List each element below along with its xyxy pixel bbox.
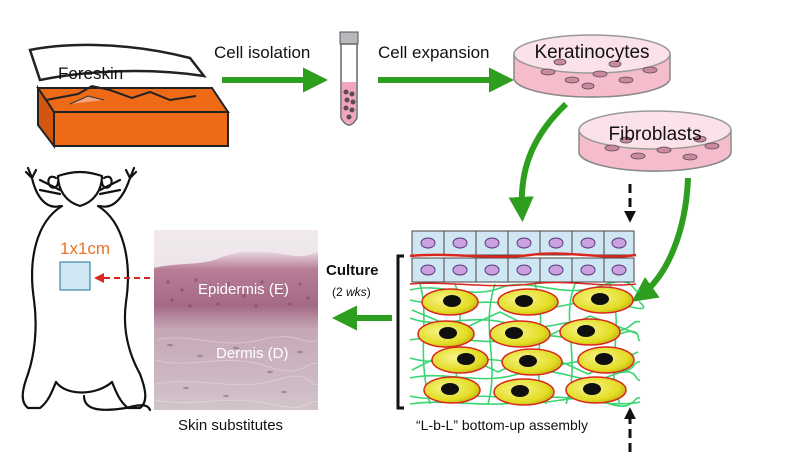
assembly-bracket xyxy=(396,254,404,410)
histology-image xyxy=(154,230,319,410)
layered-construct xyxy=(409,230,645,407)
petri-dish-icon xyxy=(578,110,732,172)
cell-isolation-label: Cell isolation xyxy=(214,43,310,62)
assembly-label: “L-b-L” bottom-up assembly xyxy=(416,417,588,433)
dermis-label: Dermis (D) xyxy=(216,345,289,362)
cell-expansion-label: Cell expansion xyxy=(378,43,490,62)
skin-patch-icon xyxy=(28,43,230,149)
test-tube-icon xyxy=(339,31,359,126)
keratinocytes-label: Keratinocytes xyxy=(534,42,649,63)
keratinocyte-layer xyxy=(409,230,637,287)
size-label: 1x1cm xyxy=(60,239,110,258)
fibroblast-layer xyxy=(417,286,635,406)
mouse-outline-icon xyxy=(21,166,152,412)
foreskin-label: Foreskin xyxy=(58,64,123,83)
culture-label: Culture xyxy=(326,262,379,279)
skin-substitutes-label: Skin substitutes xyxy=(178,417,283,434)
duration-label: (2 wks) xyxy=(332,285,371,299)
petri-dish-icon xyxy=(513,34,671,98)
keratinocyte-arrow xyxy=(508,101,569,223)
fibroblasts-label: Fibroblasts xyxy=(609,124,702,145)
fibroblast-arrow xyxy=(631,177,691,302)
epidermis-label: Epidermis (E) xyxy=(198,281,289,298)
